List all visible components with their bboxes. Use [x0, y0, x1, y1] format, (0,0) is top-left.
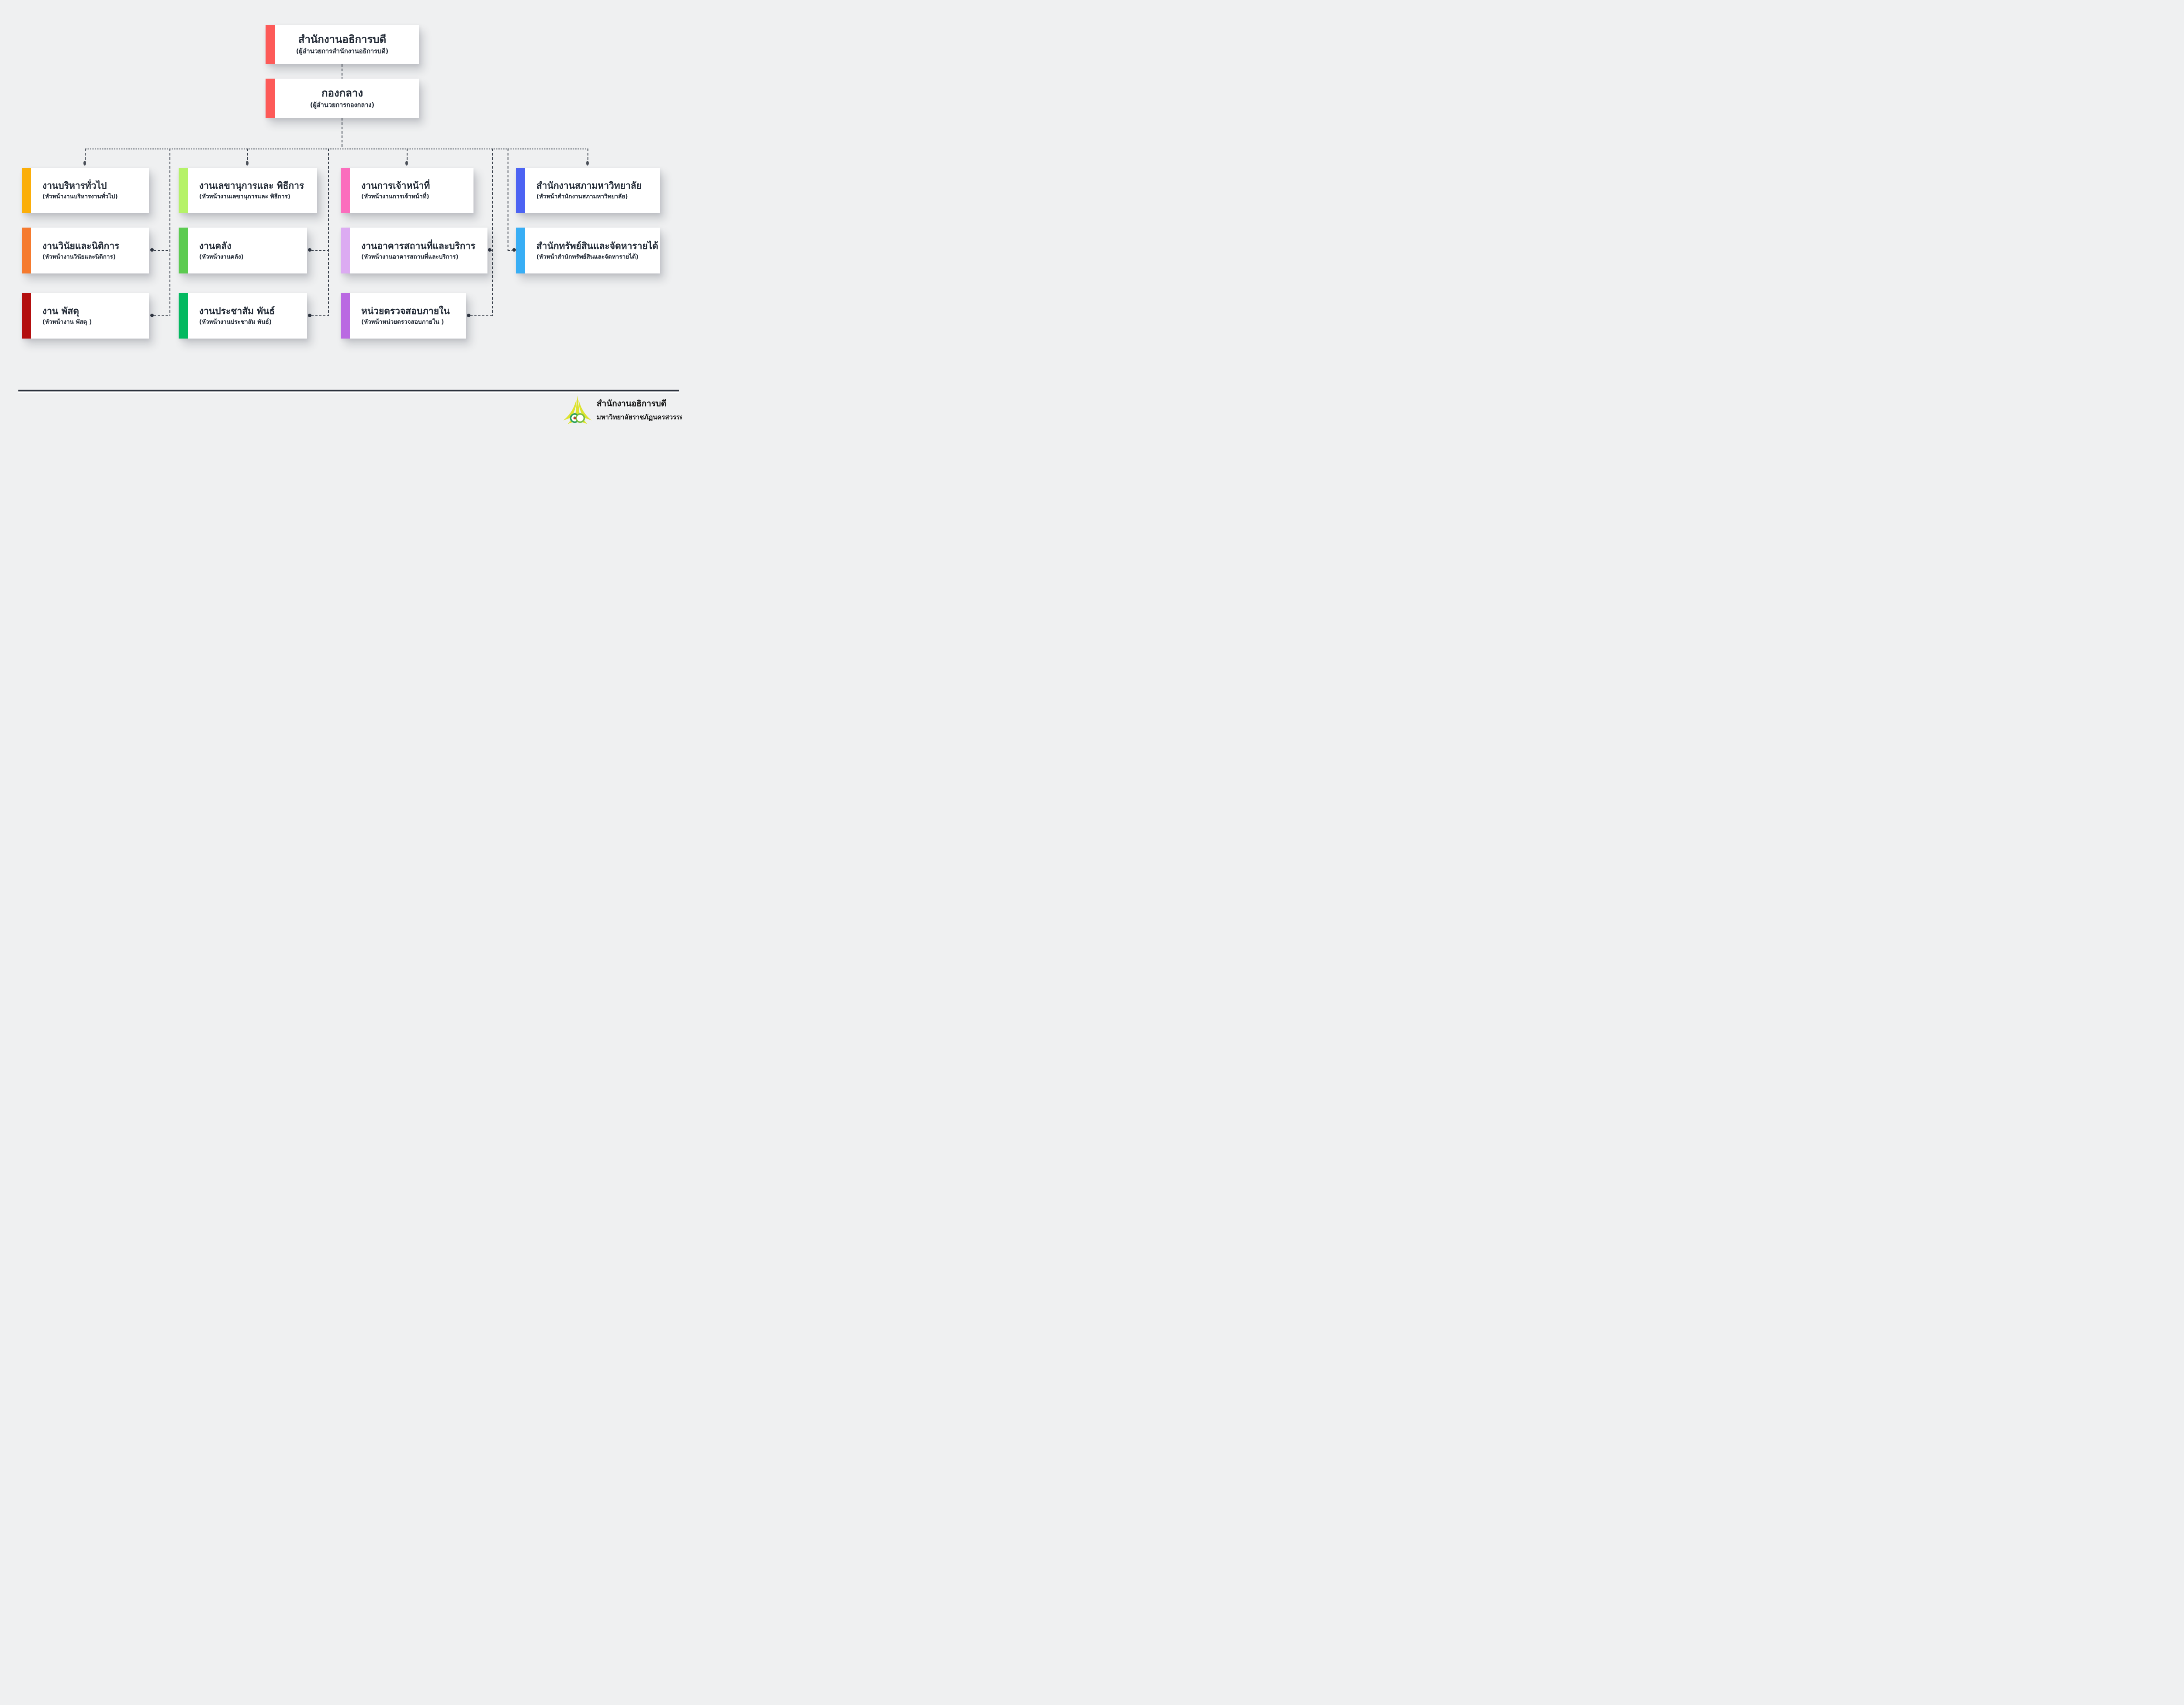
unit-title: งานวินัยและนิติการ	[42, 240, 120, 251]
org-box-discipline-legal: งานวินัยและนิติการ (หัวหน้างานวินัยและนิ…	[22, 228, 149, 273]
connector-dot	[488, 248, 491, 252]
unit-title: งานการเจ้าหน้าที่	[361, 180, 430, 191]
unit-subtitle: (หัวหน้าหน่วยตรวจสอบภายใน )	[361, 318, 444, 326]
unit-title: งานประชาสัม พันธ์	[199, 306, 275, 317]
connector-dot	[308, 248, 311, 252]
connector-drop-col1	[85, 149, 86, 163]
unit-title: งานเลขานุการและ พิธีการ	[199, 180, 304, 191]
org-chart-canvas: สำนักงานอธิการบดี (ผู้อำนวยการสำนักงานอธ…	[0, 0, 682, 426]
unit-subtitle: (หัวหน้างานประชาสัม พันธ์)	[199, 318, 272, 326]
footer-divider	[18, 390, 679, 391]
connector-arrow-dot	[246, 161, 249, 166]
org-box-finance: งานคลัง (หัวหน้างานคลัง)	[179, 228, 307, 273]
footer-divider-highlight	[18, 392, 679, 393]
footer-brand: สำนักงานอธิการบดี มหาวิทยาลัยราชภัฏนครสว…	[560, 394, 682, 425]
accent-bar	[341, 168, 350, 213]
connector-drop-col3	[407, 149, 408, 163]
connector-dot	[150, 248, 154, 252]
unit-subtitle: (หัวหน้างานบริหารงานทั่วไป)	[42, 193, 118, 201]
unit-subtitle: (หัวหน้างานคลัง)	[199, 253, 244, 260]
connector-branch-2	[328, 149, 329, 316]
accent-bar	[341, 293, 350, 339]
connector-drop-col2	[247, 149, 248, 163]
accent-bar	[341, 228, 350, 273]
connector-dot	[308, 314, 311, 317]
org-box-internal-audit: หน่วยตรวจสอบภายใน (หัวหน้าหน่วยตรวจสอบภา…	[341, 293, 466, 339]
accent-bar	[179, 228, 188, 273]
org-box-secretariat-ceremony: งานเลขานุการและ พิธีการ (หัวหน้างานเลขาน…	[179, 168, 317, 213]
connector-branch-3-row2	[491, 250, 493, 251]
accent-bar	[22, 168, 31, 213]
unit-subtitle: (หัวหน้างานเลขานุการและ พิธีการ)	[199, 193, 290, 201]
connector-branch-1-row2	[154, 250, 169, 251]
org-box-subtitle: (ผู้อำนวยการสำนักงานอธิการบดี)	[296, 48, 389, 55]
unit-title: งาน พัสดุ	[42, 306, 79, 317]
org-box-university-council-office: สำนักงานสภามหาวิทยาลัย (หัวหน้าสำนักงานส…	[516, 168, 660, 213]
unit-title: งานบริหารทั่วไป	[42, 180, 107, 191]
connector-branch-2-row2	[311, 250, 328, 251]
unit-title: งานคลัง	[199, 240, 232, 251]
accent-bar	[266, 25, 275, 64]
connector-arrow-dot	[405, 161, 408, 166]
accent-bar	[179, 168, 188, 213]
unit-subtitle: (หัวหน้างานวินัยและนิติการ)	[42, 253, 116, 260]
org-box-assets-revenue-office: สำนักทรัพย์สินและจัดหารายได้ (หัวหน้าสำน…	[516, 228, 660, 273]
connector-branch-3	[492, 149, 493, 316]
accent-bar	[516, 228, 525, 273]
connector-branch-2-row3	[311, 315, 328, 316]
connector-branch-3-row3	[470, 315, 492, 316]
connector-arrow-dot	[586, 161, 589, 166]
accent-bar	[22, 228, 31, 273]
org-box-buildings-services: งานอาคารสถานที่และบริการ (หัวหน้างานอาคา…	[341, 228, 487, 273]
org-box-procurement: งาน พัสดุ (หัวหน้างาน พัสดุ )	[22, 293, 149, 339]
connector-branch-1	[169, 149, 170, 316]
footer-university-name: มหาวิทยาลัยราชภัฏนครสวรรค์	[597, 413, 682, 421]
org-box-title: กองกลาง	[321, 86, 363, 99]
org-box-subtitle: (ผู้อำนวยการกองกลาง)	[310, 102, 375, 109]
unit-subtitle: (หัวหน้าสำนักงานสภามหาวิทยาลัย)	[536, 193, 628, 201]
accent-bar	[516, 168, 525, 213]
connector-dot	[467, 314, 470, 317]
unit-title: หน่วยตรวจสอบภายใน	[361, 306, 450, 317]
unit-title: งานอาคารสถานที่และบริการ	[361, 240, 476, 251]
accent-bar	[22, 293, 31, 339]
accent-bar	[266, 79, 275, 118]
connector-branch-1-row3	[154, 315, 169, 316]
org-box-general-administration: งานบริหารทั่วไป (หัวหน้างานบริหารงานทั่ว…	[22, 168, 149, 213]
unit-subtitle: (หัวหน้างาน พัสดุ )	[42, 318, 92, 326]
unit-title: สำนักทรัพย์สินและจัดหารายได้	[536, 240, 658, 251]
unit-subtitle: (หัวหน้างานอาคารสถานที่และบริการ)	[361, 253, 459, 260]
connector-branch-4-row2	[508, 250, 512, 251]
org-box-central-division: กองกลาง (ผู้อำนวยการกองกลาง)	[266, 79, 419, 118]
org-box-personnel: งานการเจ้าหน้าที่ (หัวหน้างานการเจ้าหน้า…	[341, 168, 473, 213]
org-box-public-relations: งานประชาสัม พันธ์ (หัวหน้างานประชาสัม พั…	[179, 293, 307, 339]
connector-drop-col4	[587, 149, 588, 163]
unit-subtitle: (หัวหน้างานการเจ้าหน้าที่)	[361, 193, 429, 201]
unit-subtitle: (หัวหน้าสำนักทรัพย์สินและจัดหารายได้)	[536, 253, 639, 260]
accent-bar	[179, 293, 188, 339]
footer-office-name: สำนักงานอธิการบดี	[597, 399, 667, 408]
university-logo-icon	[563, 395, 592, 424]
connector-arrow-dot	[83, 161, 86, 166]
org-box-president-office: สำนักงานอธิการบดี (ผู้อำนวยการสำนักงานอธ…	[266, 25, 419, 64]
connector-dot	[512, 248, 516, 252]
org-box-title: สำนักงานอธิการบดี	[298, 33, 387, 45]
unit-title: สำนักงานสภามหาวิทยาลัย	[536, 180, 642, 191]
connector-dot	[150, 314, 154, 317]
